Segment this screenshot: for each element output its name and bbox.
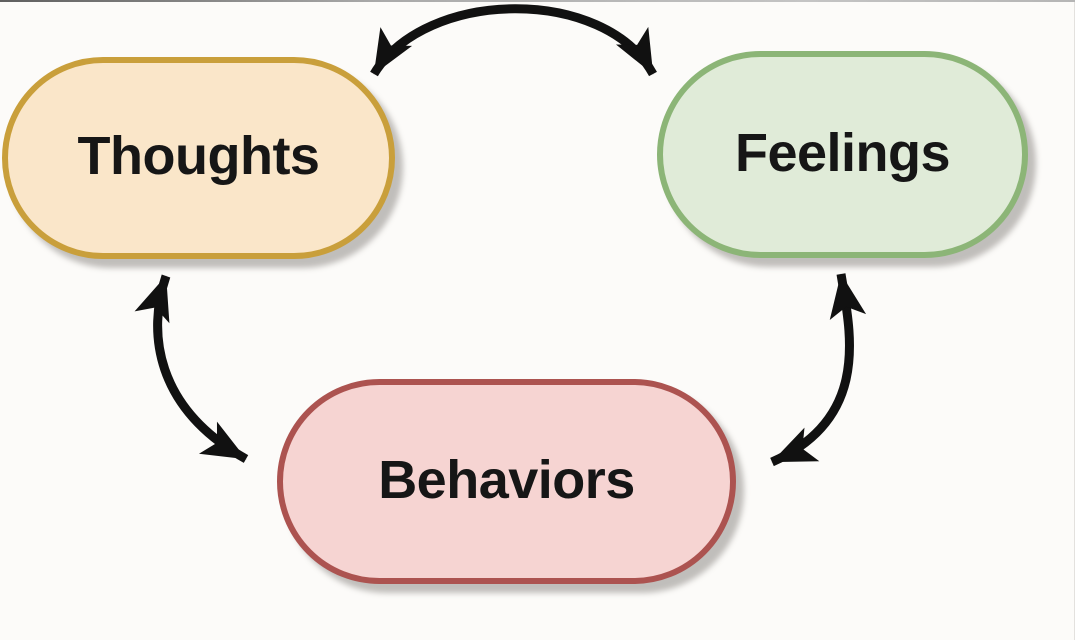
node-behaviors-label: Behaviors — [378, 449, 635, 510]
edge-thoughts-behaviors — [134, 274, 249, 463]
node-thoughts-label: Thoughts — [77, 126, 320, 186]
node-behaviors: Behaviors — [277, 379, 736, 584]
node-feelings-label: Feelings — [734, 122, 951, 183]
edge-feelings-behaviors — [770, 273, 867, 467]
edge-thoughts-feelings — [370, 4, 657, 77]
node-feelings: Feelings — [657, 51, 1028, 258]
node-thoughts: Thoughts — [2, 57, 395, 259]
